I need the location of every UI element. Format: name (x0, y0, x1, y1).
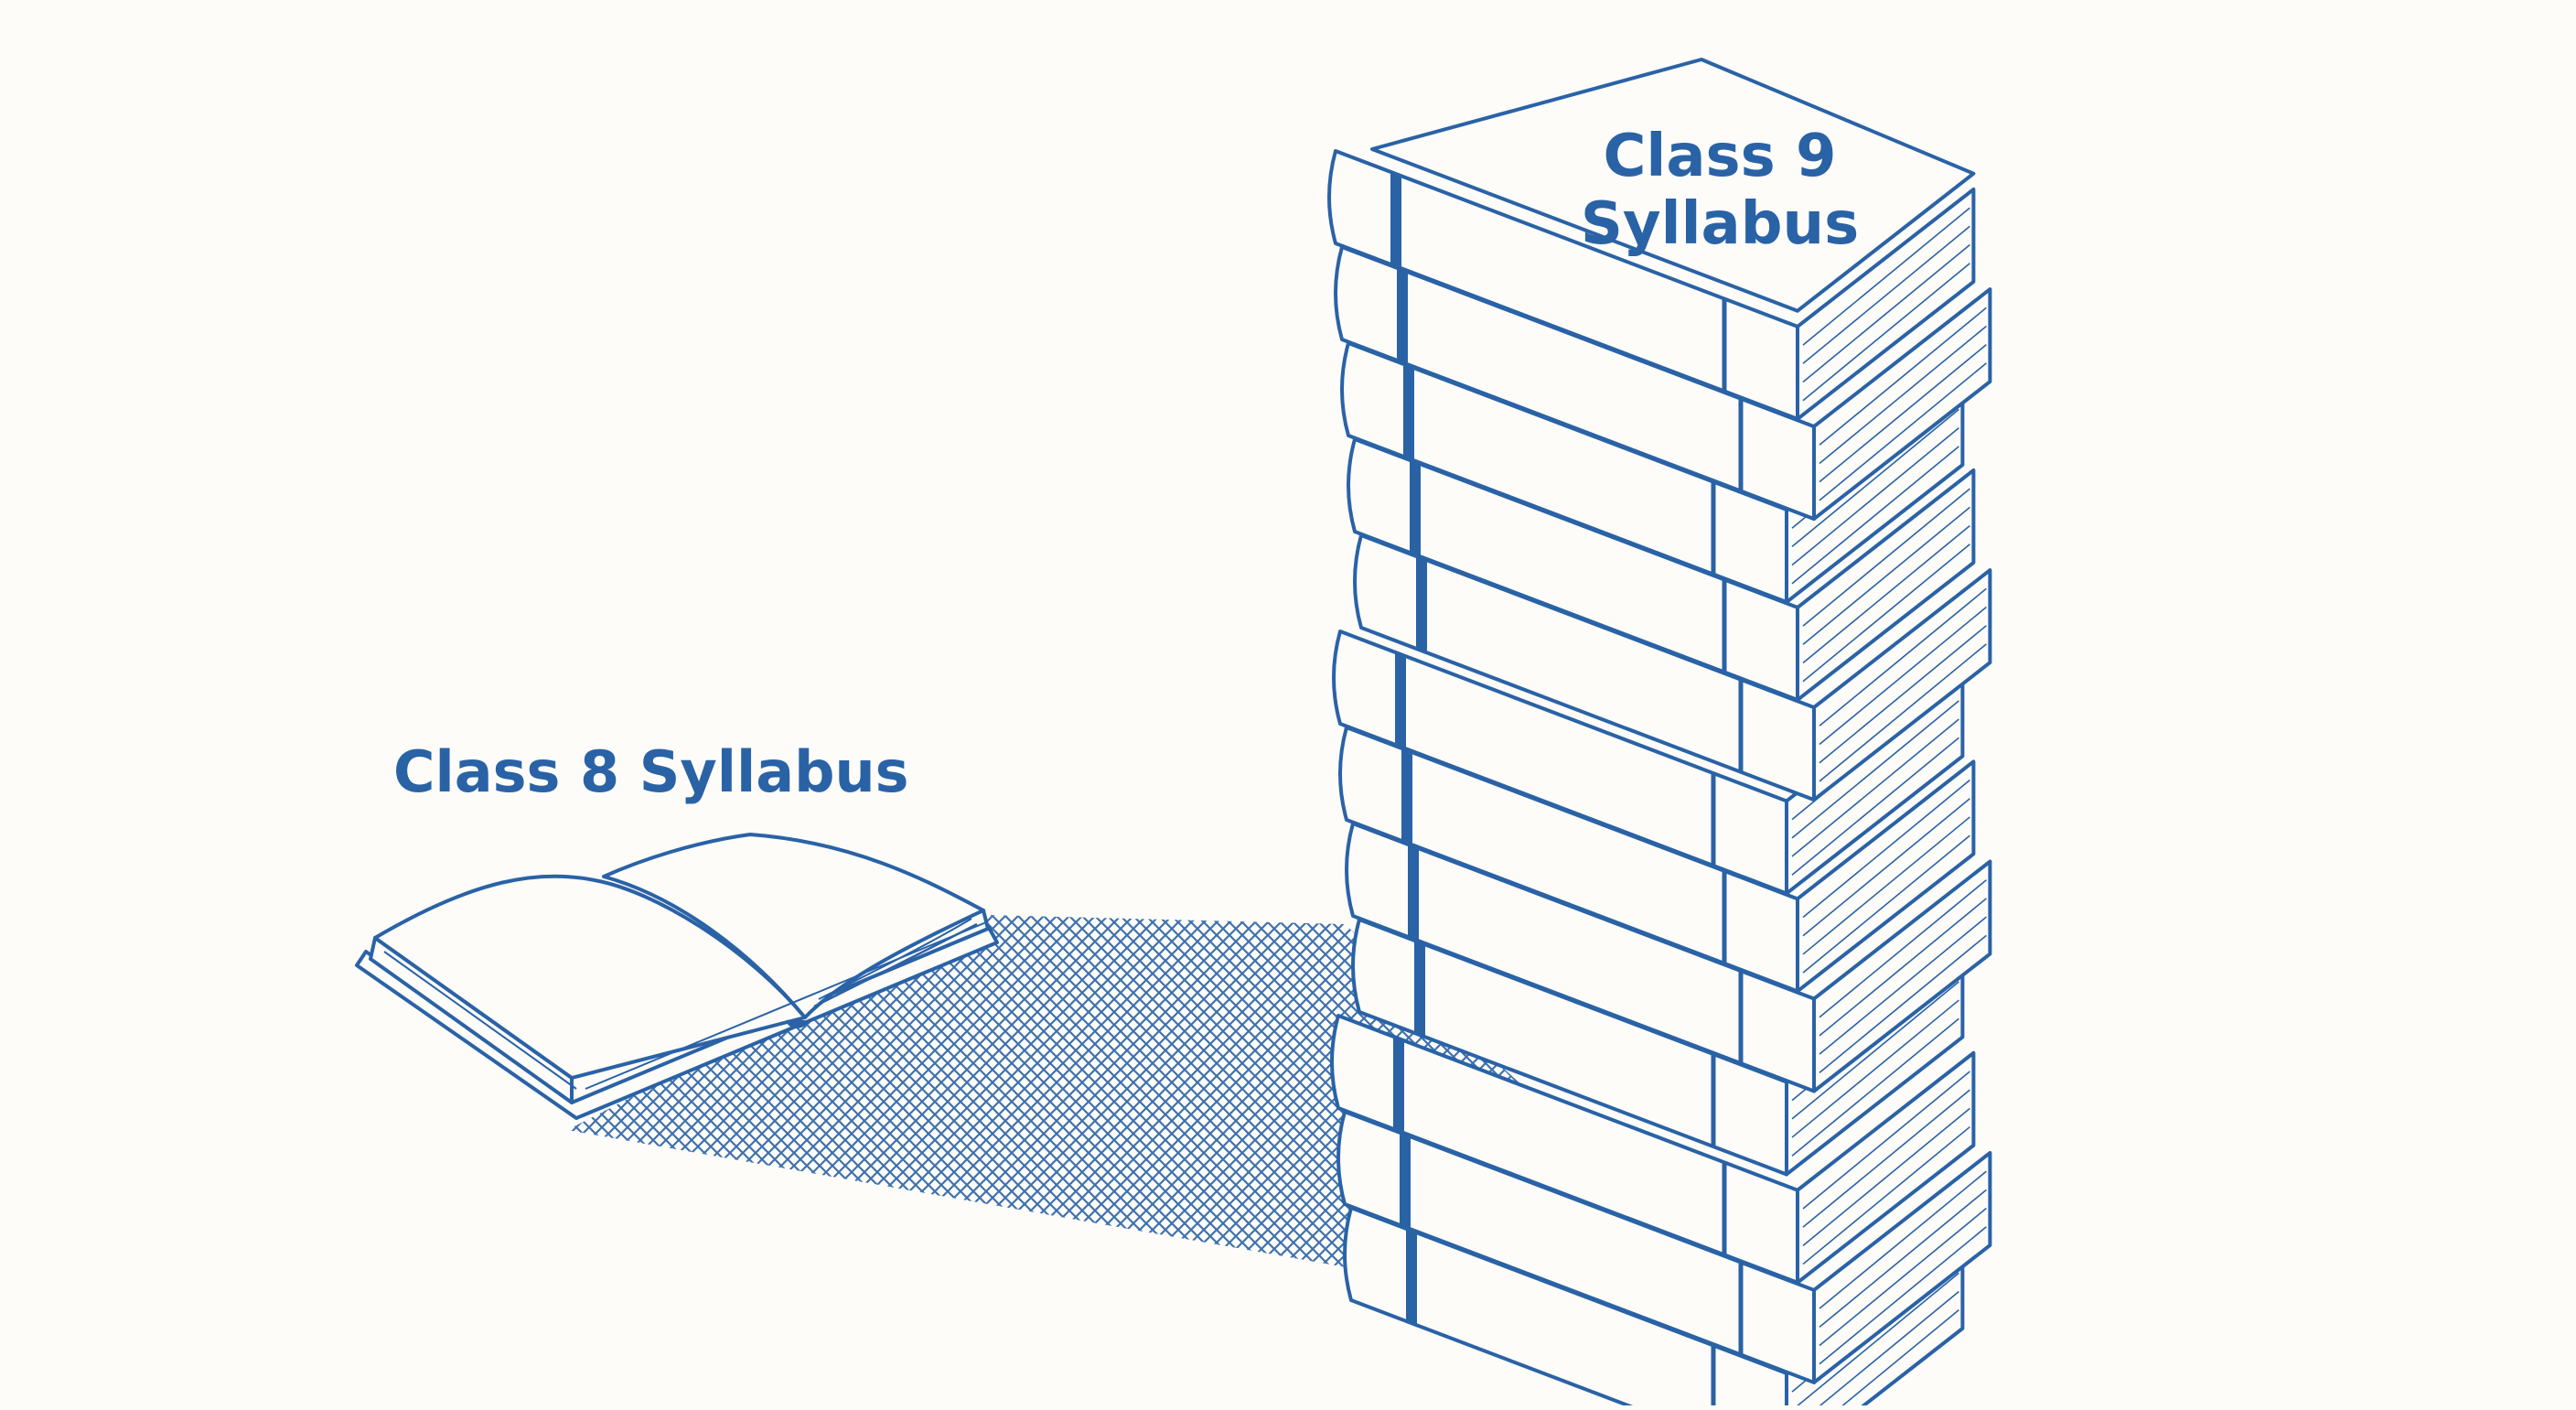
open-book (355, 833, 999, 1120)
stacked-book (1327, 149, 1976, 421)
stacked-book (1347, 437, 1976, 702)
stacked-book (1334, 245, 1992, 522)
top-book-cover (1370, 58, 1976, 313)
open-book-label: Class 8 Syllabus (393, 738, 909, 805)
stacked-book (1336, 1110, 1992, 1384)
stacked-book (1330, 1014, 1976, 1285)
stack-top-label-line2: Syllabus (1580, 189, 1860, 258)
stacked-book (1338, 726, 1976, 994)
stacked-book (1353, 533, 1992, 802)
stack-top-label-line1: Class 9 (1603, 123, 1837, 190)
stacked-book (1345, 822, 1992, 1093)
book-stack (1327, 58, 1992, 1410)
stack-top-label: Class 9 Syllabus (1555, 123, 1884, 258)
